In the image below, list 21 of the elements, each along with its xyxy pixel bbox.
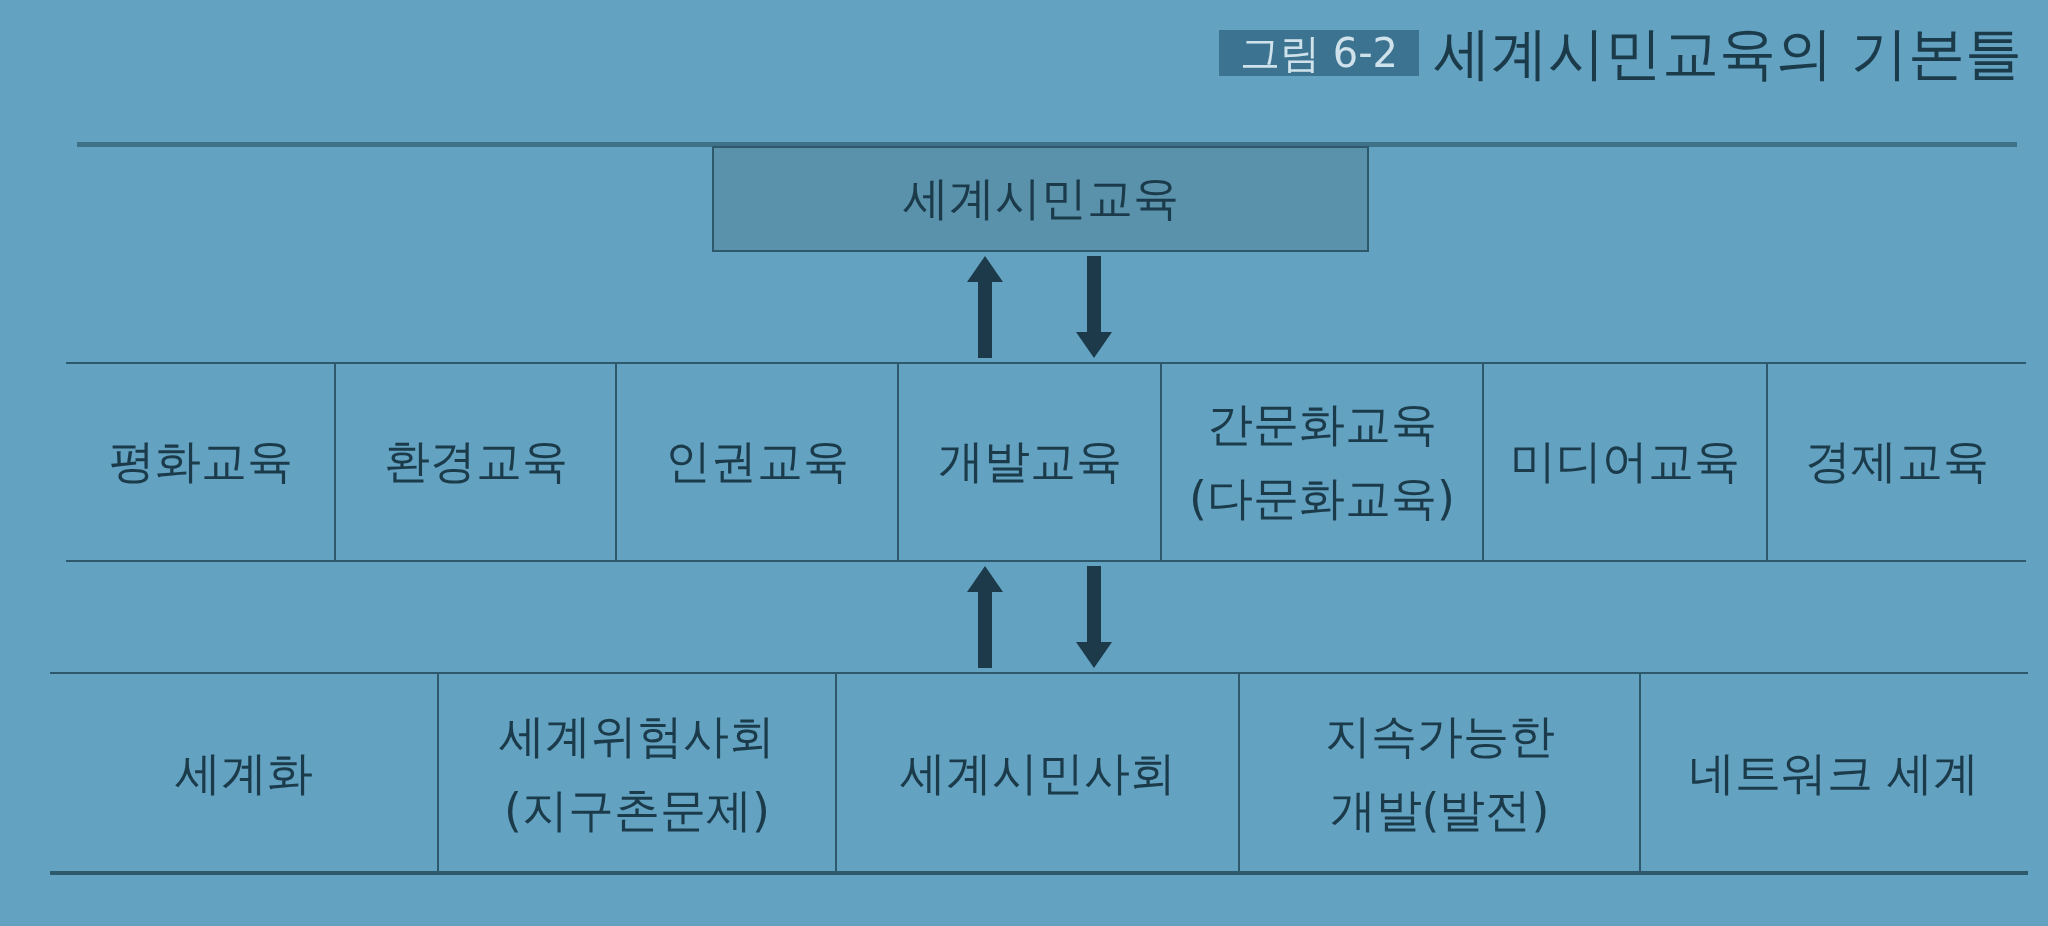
figure-title: 세계시민교육의 기본틀: [1434, 20, 2023, 86]
category-label: 세계시민사회: [898, 744, 1177, 802]
category-label: 경제교육: [1803, 433, 1990, 491]
figure-number-badge: 그림 6-2: [1219, 30, 1419, 76]
arrow: [967, 566, 1003, 668]
category-label: 지속가능한 개발(발전): [1323, 707, 1556, 839]
category-label: 네트워크 세계: [1687, 744, 1981, 802]
category-label: 세계화: [174, 744, 314, 802]
arrow: [967, 256, 1003, 358]
category-label: 세계위험사회 (지구촌문제): [498, 707, 776, 839]
table-row: [50, 672, 2028, 875]
arrow: [1076, 256, 1112, 358]
table-row: [66, 362, 2026, 562]
category-label: 평화교육: [107, 433, 294, 491]
heading-box: 세계시민교육: [712, 146, 1369, 252]
category-label: 환경교육: [382, 433, 569, 491]
arrow: [1076, 566, 1112, 668]
category-label: 인권교육: [664, 433, 850, 491]
category-label: 개발교육: [936, 433, 1123, 491]
category-label: 간문화교육 (다문화교육): [1188, 396, 1456, 527]
category-label: 미디어교육: [1509, 433, 1741, 491]
